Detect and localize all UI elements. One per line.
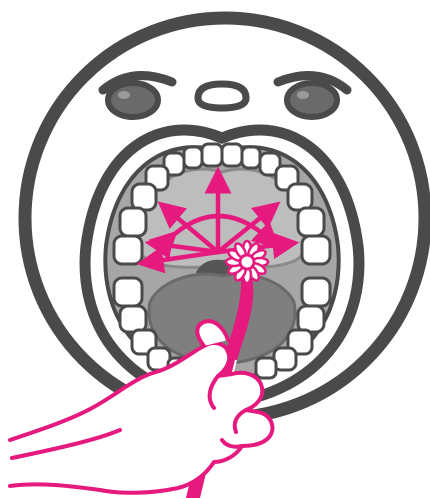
tooth-icon	[302, 278, 330, 306]
tooth-icon	[184, 147, 202, 168]
tooth-icon	[298, 306, 324, 332]
tooth-icon	[298, 208, 324, 236]
tooth-icon	[256, 358, 276, 378]
tooth-icon	[120, 208, 146, 236]
tooth-icon	[222, 144, 242, 166]
tooth-icon	[202, 144, 222, 166]
tooth-icon	[114, 278, 142, 306]
nose-icon	[198, 84, 246, 108]
tooth-icon	[120, 306, 146, 332]
tooth-icon	[288, 184, 312, 210]
tooth-icon	[242, 147, 260, 168]
tooth-icon	[132, 184, 156, 210]
tooth-icon	[114, 236, 142, 264]
tooth-icon	[302, 236, 330, 264]
